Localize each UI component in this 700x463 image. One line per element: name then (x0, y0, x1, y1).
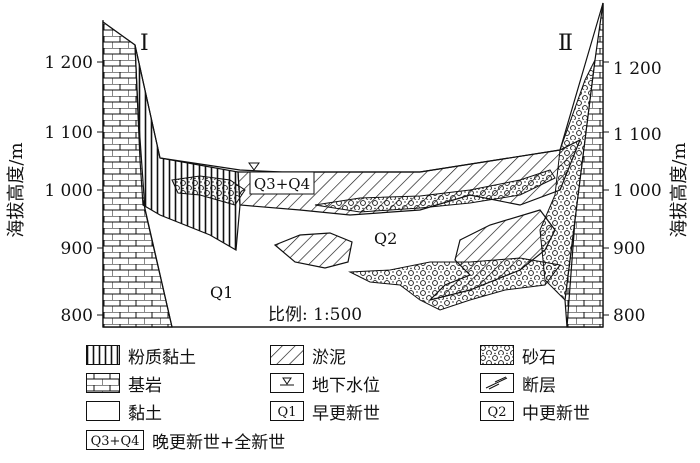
legend-groundwater-label: 地下水位 (312, 375, 380, 396)
q2-symbol-text: Q2 (488, 405, 507, 420)
axis-title-left: 海拔高度/m (6, 142, 27, 237)
silt-lens-center (273, 232, 353, 269)
fault-icon (480, 373, 514, 393)
legend-middle-pleistocene-label: 中更新世 (522, 403, 590, 424)
gravel-right (539, 59, 596, 302)
legend-fault: 断层 (480, 372, 556, 396)
right-tick-1100: 1 100 (613, 125, 662, 145)
legend-early-pleistocene: Q1 早更新世 (270, 400, 380, 424)
q2-symbol: Q2 (480, 401, 514, 421)
legend-clay-label: 黏土 (128, 403, 162, 424)
right-ticks (603, 61, 609, 316)
legend-silty-clay: 粉质黏土 (86, 344, 196, 368)
left-tick-1200: 1 200 (44, 53, 93, 73)
unit-label-q1: Q1 (210, 283, 233, 302)
legend-late-holocene-label: 晚更新世+全新世 (152, 432, 286, 453)
left-tick-1100: 1 100 (44, 123, 93, 143)
left-tick-labels: 1 200 1 100 1 000 900 800 (44, 53, 93, 326)
q34-symbol-text: Q3+Q4 (91, 434, 140, 449)
legend-bedrock-label: 基岩 (128, 375, 162, 396)
legend-gravel-label: 砂石 (522, 347, 556, 368)
gravel-lower (348, 257, 561, 311)
left-tick-1000: 1 000 (44, 181, 93, 201)
scale-label: 比例: 1:500 (268, 305, 362, 325)
legend-early-pleistocene-label: 早更新世 (312, 403, 380, 424)
fault-right (566, 219, 576, 328)
fault-left (142, 199, 173, 328)
section-label-left: Ⅰ (140, 31, 149, 56)
section-label-right: Ⅱ (558, 31, 573, 56)
right-tick-labels: 1 200 1 100 1 000 900 800 (613, 59, 662, 326)
right-tick-900: 900 (613, 239, 645, 259)
q1-symbol: Q1 (270, 401, 304, 421)
legend-middle-pleistocene: Q2 中更新世 (480, 400, 590, 424)
legend-late-holocene: Q3+Q4 晚更新世+全新世 (86, 429, 286, 453)
legend-groundwater: 地下水位 (270, 372, 380, 396)
groundwater-icon (270, 373, 304, 393)
unit-label-q2: Q2 (374, 229, 397, 248)
legend-silt: 淤泥 (270, 344, 346, 368)
legend-silty-clay-label: 粉质黏土 (128, 347, 196, 368)
left-tick-900: 900 (61, 239, 93, 259)
right-tick-1000: 1 000 (613, 181, 662, 201)
left-ticks (97, 61, 103, 316)
right-tick-1200: 1 200 (613, 59, 662, 79)
legend-silt-label: 淤泥 (312, 347, 346, 368)
unit-label-q34-text: Q3+Q4 (254, 175, 310, 193)
q1-symbol-text: Q1 (278, 405, 297, 420)
right-tick-800: 800 (613, 306, 645, 326)
q34-symbol: Q3+Q4 (86, 430, 144, 450)
legend-clay: 黏土 (86, 400, 162, 424)
legend-gravel: 砂石 (480, 344, 556, 368)
legend-bedrock: 基岩 (86, 372, 162, 396)
axis-title-right: 海拔高度/m (669, 142, 690, 237)
gravel-stringer (314, 169, 556, 213)
left-tick-800: 800 (61, 306, 93, 326)
legend-fault-label: 断层 (522, 375, 556, 396)
unit-label-q34: Q3+Q4 (249, 171, 315, 195)
